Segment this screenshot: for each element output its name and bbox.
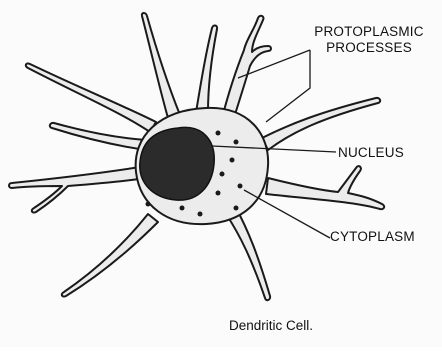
process-left-upper xyxy=(50,123,146,150)
process-top-left xyxy=(142,13,180,118)
process-right-upper xyxy=(262,98,380,150)
process-bottom-left xyxy=(62,214,158,297)
nucleus-label: NUCLEUS xyxy=(338,145,404,161)
process-bottom-right xyxy=(226,208,270,300)
protoplasmic-processes-label: PROTOPLASMIC PROCESSES xyxy=(289,24,442,56)
nucleus xyxy=(140,127,214,200)
process-upper-left xyxy=(26,63,156,132)
process-top-right xyxy=(222,16,271,124)
figure-caption: Dendritic Cell. xyxy=(0,318,442,333)
process-top-center xyxy=(196,25,217,112)
process-left-middle xyxy=(9,166,146,213)
cytoplasm-label: CYTOPLASM xyxy=(330,229,415,245)
processes-label-line1: PROTOPLASMIC xyxy=(289,24,442,40)
process-right-lower xyxy=(266,166,384,209)
processes-label-line2: PROCESSES xyxy=(289,40,442,56)
processes-leader-2 xyxy=(266,50,310,122)
